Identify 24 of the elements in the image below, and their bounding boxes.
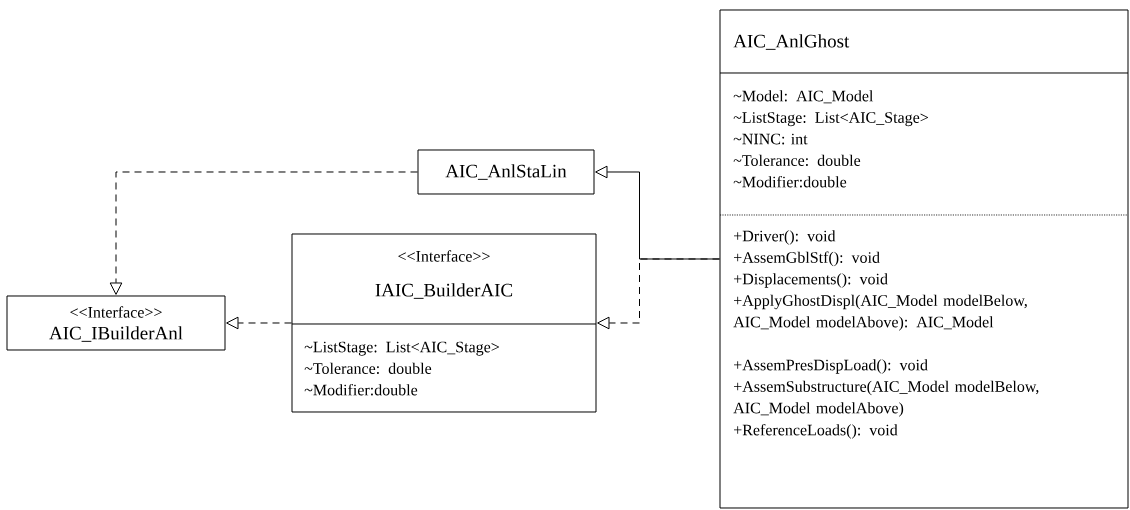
method-text: +ApplyGhostDispl(AIC_Model modelBelow, AIC_Model modelAbove): AIC_Model (733, 294, 1027, 331)
method-text: +Displacements(): void (734, 273, 888, 288)
class-name: AIC_AnlStaLin (445, 164, 567, 180)
attribute-text: ~ListStage: List<AIC_Stage> (304, 341, 500, 356)
method-text: +Driver(): void (734, 230, 836, 245)
method-text: +ReferenceLoads(): void (734, 424, 898, 439)
attribute-text: ~Tolerance: double (304, 362, 432, 374)
method-text: +AssemGblStf(): void (734, 251, 880, 267)
arrow (597, 258, 720, 330)
stereotype-text: <<Interface>> (70, 306, 162, 318)
stereotype-text: <<Interface>> (398, 250, 490, 262)
attribute-text: ~NINC: int (733, 133, 808, 145)
arrow (226, 316, 292, 330)
attribute-text: ~Modifier:double (733, 176, 847, 188)
arrow (109, 171, 418, 295)
attribute-text: ~Model: AIC_Model (733, 90, 874, 104)
attribute-text: ~Tolerance: double (733, 154, 861, 166)
method-text: +AssemSubstructure(AIC_Model modelBelow, AIC_Model modelAbove) (733, 380, 1039, 417)
class-name: IAIC_BuilderAIC (375, 283, 513, 299)
attribute-text: ~Modifier:double (304, 384, 418, 396)
class-name: AIC_IBuilderAnl (49, 326, 183, 342)
attribute-text: ~ListStage: List<AIC_Stage> (733, 112, 929, 127)
class-name: AIC_AnlGhost (733, 34, 850, 50)
method-text: +AssemPresDispLoad(): void (734, 359, 928, 374)
